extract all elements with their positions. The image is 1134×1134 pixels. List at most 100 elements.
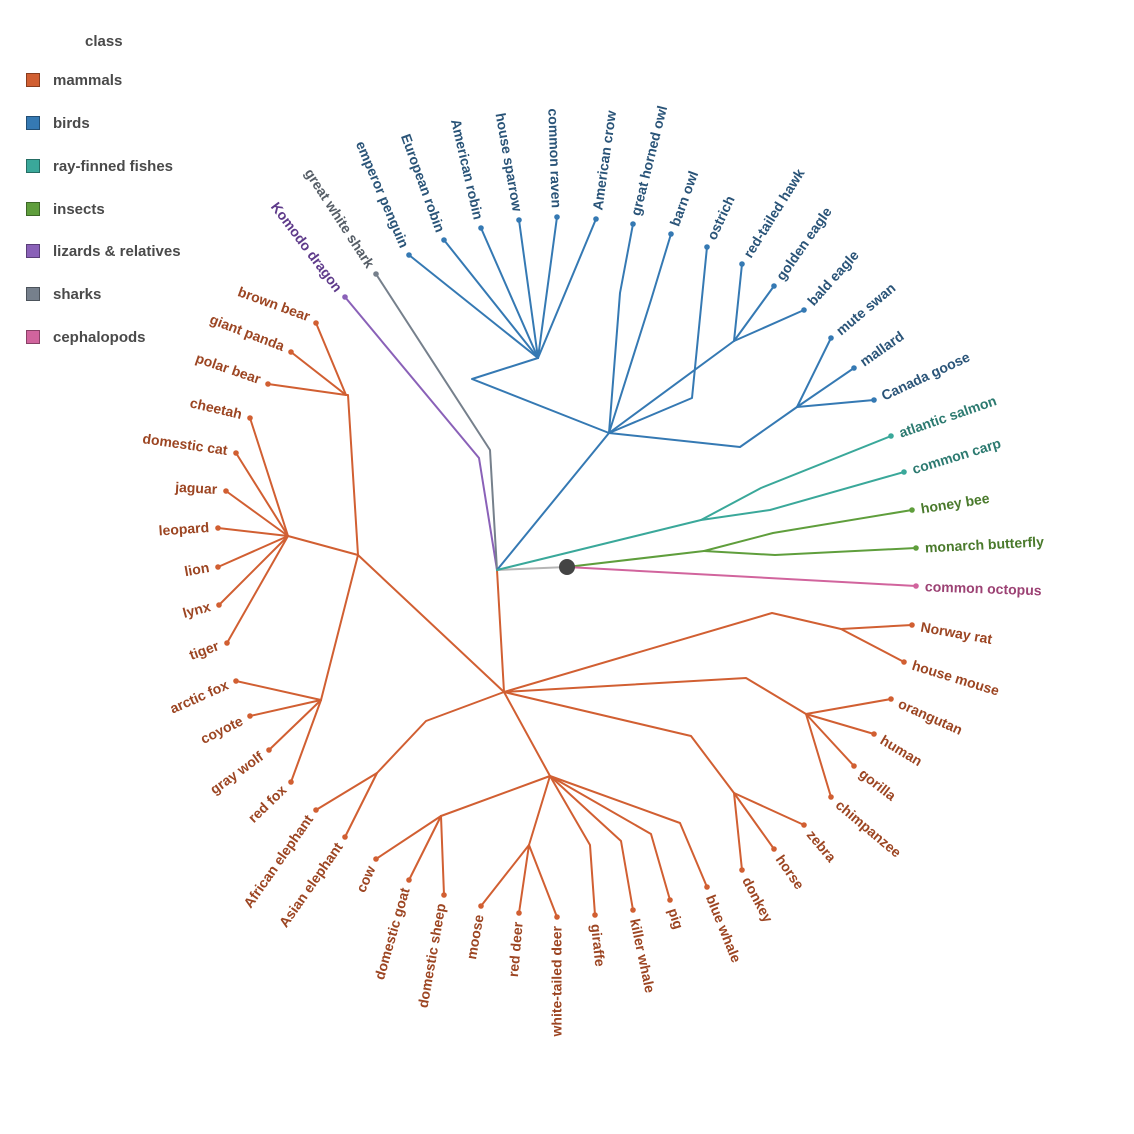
leaf-label-american-robin: American robin (448, 117, 487, 221)
branch-asian-elephant (344, 772, 378, 838)
leaf-label-golden-eagle: golden eagle (773, 204, 835, 283)
leaf-label-leopard: leopard (158, 519, 210, 538)
leaf-label-lion: lion (183, 559, 210, 579)
leaf-dot-common-raven (554, 214, 560, 220)
leaf-dot-american-robin (478, 225, 484, 231)
leaf-dot-domestic-cat (233, 450, 239, 456)
legend-title: class (85, 33, 123, 50)
branch-ostrich (608, 246, 708, 434)
leaf-dot-african-elephant (313, 807, 319, 813)
leaf-dot-moose (478, 903, 484, 909)
leaf-dot-polar-bear (265, 381, 271, 387)
branch-red-deer (518, 844, 530, 914)
branch-european-robin (443, 239, 539, 359)
leaf-label-domestic-goat: domestic goat (371, 886, 413, 982)
branch-moose (480, 844, 530, 907)
leaf-dot-house-sparrow (516, 217, 522, 223)
branch-domestic-sheep (440, 815, 445, 896)
leaf-dot-chimpanzee (828, 794, 834, 800)
leaf-dot-horse (771, 846, 777, 852)
leaf-dot-canada-goose (871, 397, 877, 403)
legend-label-mammals: mammals (53, 72, 123, 89)
branch-house-sparrow (518, 219, 539, 359)
leaf-dot-asian-elephant (342, 834, 348, 840)
leaf-label-great-horned-owl: great horned owl (627, 104, 670, 217)
tree-links (217, 216, 917, 918)
branch-1-2 (496, 432, 610, 571)
branch-cheetah (249, 417, 289, 537)
leaf-dot-lion (215, 564, 221, 570)
branch-red-fox (290, 699, 322, 783)
branch-0-0-1 (287, 535, 359, 556)
leaf-dot-cow (373, 856, 379, 862)
leaf-dot-mallard (851, 365, 857, 371)
leaf-dot-white-tailed-deer (554, 914, 560, 920)
legend-label-fishes: ray-finned fishes (53, 158, 174, 175)
branch-arctic-fox (235, 680, 322, 701)
leaf-label-honey-bee: honey bee (920, 490, 991, 517)
leaf-label-emperor-penguin: emperor penguin (353, 139, 412, 251)
leaf-label-jaguar: jaguar (174, 479, 218, 497)
leaf-dot-emperor-penguin (406, 252, 412, 258)
leaf-dot-jaguar (223, 488, 229, 494)
leaf-label-arctic-fox: arctic fox (167, 677, 231, 717)
branch-1-3 (496, 519, 702, 571)
leaf-label-domestic-sheep: domestic sheep (415, 902, 449, 1009)
branch-pig (549, 775, 671, 901)
leaf-dot-human (871, 731, 877, 737)
leaf-dot-giant-panda (288, 349, 294, 355)
leaf-label-monarch-butterfly: monarch butterfly (925, 533, 1045, 555)
leaf-label-red-fox: red fox (245, 782, 290, 826)
branch-bald-eagle (733, 309, 805, 342)
leaf-dot-killer-whale (630, 907, 636, 913)
leaf-label-blue-whale: blue whale (703, 892, 745, 965)
leaf-label-european-robin: European robin (398, 132, 448, 235)
legend-swatch-fishes (26, 159, 40, 173)
leaf-label-domestic-cat: domestic cat (142, 430, 229, 458)
leaf-label-polar-bear: polar bear (194, 350, 264, 387)
leaf-dot-coyote (247, 713, 253, 719)
root-node[interactable] (559, 559, 575, 575)
leaf-dot-common-carp (901, 469, 907, 475)
leaf-dot-donkey (739, 867, 745, 873)
leaf-dot-atlantic-salmon (888, 433, 894, 439)
leaf-label-gorilla: gorilla (856, 765, 899, 804)
branch-0-0-0 (345, 394, 359, 556)
leaf-label-cheetah: cheetah (188, 394, 243, 421)
leaf-dot-zebra (801, 822, 807, 828)
leaf-dot-monarch-butterfly (913, 545, 919, 551)
branch-zebra (733, 792, 805, 826)
leaf-dot-komodo-dragon (342, 294, 348, 300)
branch-coyote (249, 699, 322, 717)
branch-house-mouse (840, 628, 905, 663)
leaf-dot-bald-eagle (801, 307, 807, 313)
branch-komodo-dragon (344, 296, 498, 571)
leaf-dot-house-mouse (901, 659, 907, 665)
branch-canada-goose (796, 399, 875, 408)
branch-jaguar (225, 490, 289, 537)
leaf-dot-tiger (224, 640, 230, 646)
legend-swatch-birds (26, 116, 40, 130)
branch-donkey (733, 792, 743, 871)
leaf-label-norway-rat: Norway rat (919, 619, 993, 647)
leaf-dot-arctic-fox (233, 678, 239, 684)
leaf-dot-domestic-goat (406, 877, 412, 883)
branch-0-0 (357, 554, 505, 693)
legend-swatch-mammals (26, 73, 40, 87)
leaf-dot-red-fox (288, 779, 294, 785)
branch-mallard (796, 367, 855, 408)
branch-0-4 (503, 677, 807, 715)
branch-1-2-5 (608, 406, 798, 448)
leaf-label-human: human (878, 732, 926, 769)
branch-0 (496, 569, 505, 693)
branch-common-raven (537, 216, 558, 359)
leaf-dot-common-octopus (913, 583, 919, 589)
leaf-label-mallard: mallard (857, 328, 907, 370)
leaf-dot-gorilla (851, 763, 857, 769)
branch-leopard (217, 527, 289, 537)
branch-american-crow (537, 218, 597, 359)
branch-0-2-1 (528, 775, 551, 846)
leaf-label-lynx: lynx (181, 598, 212, 621)
leaf-label-chimpanzee: chimpanzee (833, 797, 905, 861)
branch-1-2-0 (471, 357, 610, 434)
